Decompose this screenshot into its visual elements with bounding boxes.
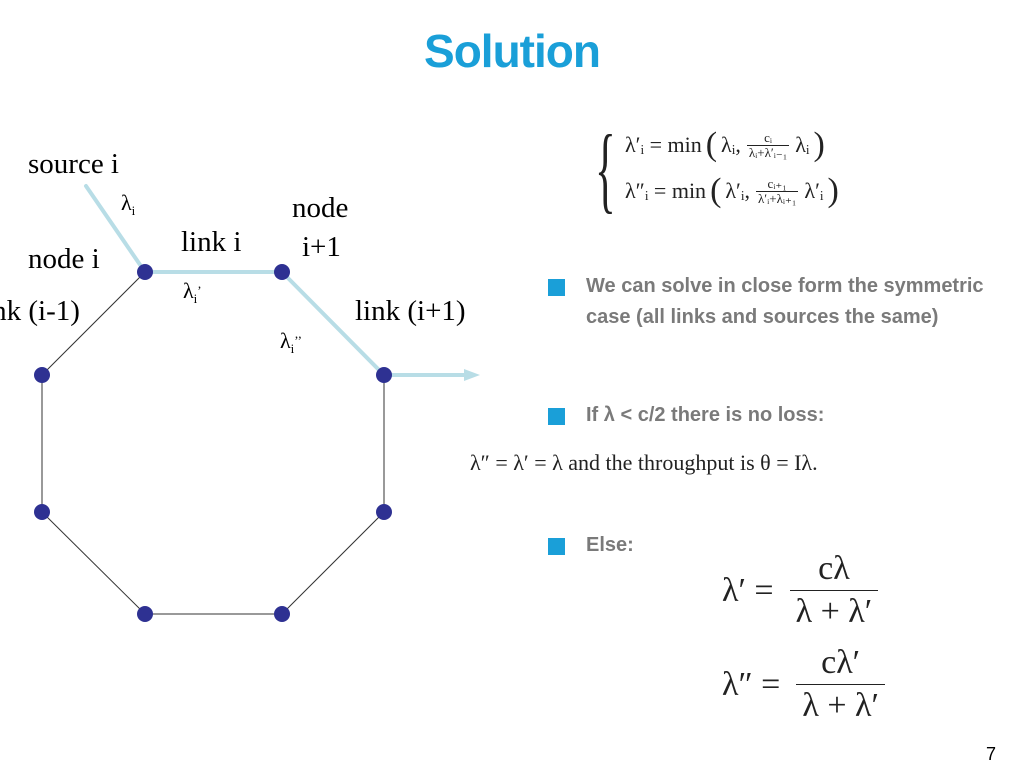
source-i-label: source i — [28, 148, 119, 180]
node-i-label: node i — [28, 243, 100, 275]
fraction: cᵢ λᵢ+λ′ᵢ₋₁ — [746, 129, 790, 160]
ring-node — [137, 606, 153, 622]
bullet-text: Else: — [586, 534, 634, 556]
page-number: 7 — [985, 744, 996, 764]
node-i-plus-1-label-line2: i+1 — [302, 231, 341, 263]
lambda-i-label: λi — [121, 190, 136, 218]
recursion-equations: { λ′ᵢ = min ( λᵢ, cᵢ λᵢ+λ′ᵢ₋₁ λᵢ ) λ″ᵢ =… — [595, 115, 915, 222]
flow-link-next-segment — [280, 270, 386, 377]
ring-node — [376, 367, 392, 383]
link-next-label: link (i+1) — [355, 295, 466, 327]
throughput-equation: λ″ = λ′ = λ and the throughput is θ = Iλ… — [470, 450, 818, 475]
equation-lambda-prime: λ′ᵢ = min ( λᵢ, cᵢ λᵢ+λ′ᵢ₋₁ λᵢ ) — [625, 126, 825, 163]
ring-node — [376, 504, 392, 520]
ring-edge — [41, 271, 146, 376]
lambda-i-dprime-label: λi’’ — [280, 328, 302, 356]
fraction: cᵢ₊₁ λ′ᵢ+λᵢ₊₁ — [755, 175, 799, 206]
ring-edge — [41, 511, 146, 615]
lambda-i-prime-label: λi’ — [183, 278, 202, 306]
link-i-label: link i — [181, 226, 241, 258]
bullet-square-icon — [548, 538, 565, 555]
bullet-square-icon — [548, 279, 565, 296]
flow-arrowhead — [464, 369, 480, 381]
bullet-text: We can solve in close form the symmetric… — [586, 275, 984, 328]
ring-edge — [281, 511, 385, 615]
ring-node — [34, 504, 50, 520]
fraction: cλ λ + λ′ — [789, 548, 879, 633]
equation-lambda-dprime: λ″ᵢ = min ( λ′ᵢ, cᵢ₊₁ λ′ᵢ+λᵢ₊₁ λ′ᵢ ) — [625, 172, 839, 209]
node-i-plus-1-label-line1: node — [292, 192, 348, 224]
node-i — [137, 264, 153, 280]
else-equation-lambda-prime: λ′ = cλ λ + λ′ — [722, 548, 880, 633]
bullet-text: If λ < c/2 there is no loss: — [586, 404, 825, 426]
fraction: cλ′ λ + λ′ — [796, 642, 885, 727]
slide-title: Solution — [424, 25, 601, 77]
ring-nodes — [34, 264, 392, 622]
flow-path — [84, 184, 468, 377]
ring-node — [274, 606, 290, 622]
flow-source-segment — [84, 184, 147, 274]
link-prev-label: link (i-1) — [0, 295, 80, 327]
node-i-plus-1 — [274, 264, 290, 280]
bullet-square-icon — [548, 408, 565, 425]
left-brace: { — [595, 115, 616, 222]
ring-node — [34, 367, 50, 383]
else-equation-lambda-dprime: λ″ = cλ′ λ + λ′ — [722, 642, 887, 727]
